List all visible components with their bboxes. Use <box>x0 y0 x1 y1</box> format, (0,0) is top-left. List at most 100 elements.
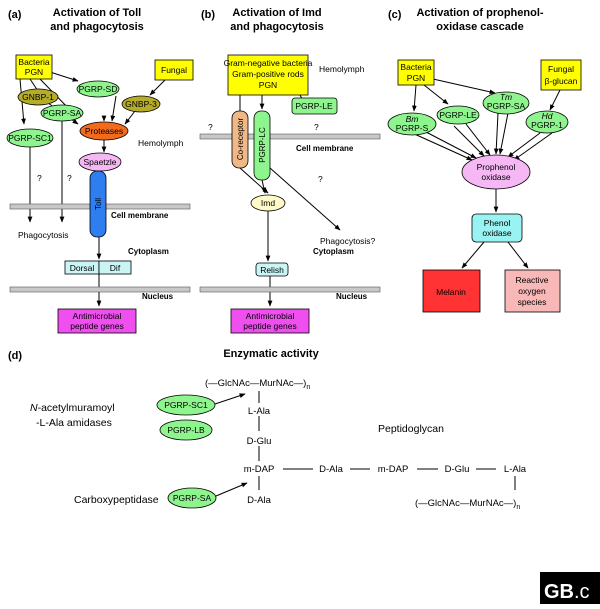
m-dap2-label: m-DAP <box>378 464 409 475</box>
arrow <box>461 241 485 269</box>
d-glu-label: D-Glu <box>247 436 272 447</box>
ros-line2: oxygen <box>518 286 546 296</box>
fungal-label: Fungal <box>548 64 574 74</box>
panel-c-title-line2: oxidase cascade <box>436 21 523 33</box>
arrow <box>423 84 449 105</box>
pgrp-sd-ellipse <box>76 80 120 98</box>
panel-d-letter: (d) <box>8 350 22 362</box>
arrow <box>513 132 553 161</box>
dif-box <box>98 260 132 275</box>
gnbp3-ellipse <box>121 95 161 113</box>
arrow <box>549 89 561 111</box>
pgrp-le-label: PGRP-LE <box>439 110 477 120</box>
gnbp1-label: GNBP-1 <box>22 92 54 102</box>
ros-line1: Reactive <box>515 275 548 285</box>
question-mark: ? <box>318 174 323 184</box>
d-glu2-label: D-Glu <box>445 464 470 475</box>
l-ala-label: L-Ala <box>248 406 271 417</box>
pgrp-sa-label: PGRP-SA <box>43 108 82 118</box>
relish-box <box>255 262 289 277</box>
prophenol-oxidase-ellipse <box>461 154 531 190</box>
arrow <box>498 112 509 155</box>
hd-label: Hd <box>542 111 553 121</box>
pgrp-lc-receptor <box>253 110 271 181</box>
arrow <box>110 95 117 122</box>
glycan-chain-top: (—GlcNAc—MurNAc—)n <box>205 378 310 391</box>
pgrp-lc-label: PGRP-LC <box>258 127 267 163</box>
cleavage-arrow <box>215 482 248 497</box>
arrow <box>465 123 491 156</box>
arrow <box>432 78 496 95</box>
panel-a: (a) Activation of Toll and phagocytosis … <box>6 7 194 334</box>
phenol-oxidase-box <box>471 213 523 243</box>
pgrp-sc1-ellipse <box>6 128 54 148</box>
journal-logo: GB.c <box>540 572 600 604</box>
panel-c: (c) Activation of prophenol- oxidase cas… <box>387 7 582 313</box>
pgrp-sc1-label: PGRP-SC1 <box>8 133 52 143</box>
fungal-box <box>154 59 194 81</box>
hemolymph-label: Hemolymph <box>319 64 365 74</box>
bacteria-line2: Gram-positive rods <box>232 69 304 79</box>
prophenol-line2: oxidase <box>481 172 511 182</box>
pgrp-sa-ellipse <box>167 487 217 509</box>
proteases-label: Proteases <box>85 126 123 136</box>
panel-b: (b) Activation of Imd and phagocytosis G… <box>199 7 381 334</box>
melanin-label: Melanin <box>436 287 466 297</box>
amidase-line2: -L-Ala amidases <box>36 417 112 429</box>
bacteria-line3: PGN <box>259 80 277 90</box>
arrow <box>49 71 79 82</box>
amp-genes-box <box>57 308 137 334</box>
relish-label: Relish <box>260 265 284 275</box>
panel-d-title: Enzymatic activity <box>223 348 319 360</box>
pgrp-le-label: PGRP-LE <box>295 101 333 111</box>
phenol-line1: Phenol <box>484 218 511 228</box>
panel-b-title-line2: and phagocytosis <box>230 21 324 33</box>
gnbp3-label: GNBP-3 <box>125 99 157 109</box>
amp-line2: peptide genes <box>70 321 123 331</box>
gnbp1-ellipse <box>17 88 59 106</box>
pgrp-sa-ellipse <box>40 104 84 122</box>
cytoplasm-label: Cytoplasm <box>313 247 354 256</box>
cell-membrane-label: Cell membrane <box>111 211 169 220</box>
nucleus-label: Nucleus <box>142 292 174 301</box>
arrow <box>124 110 136 125</box>
cell-membrane-bar <box>199 133 381 140</box>
amp-genes-box <box>230 308 310 334</box>
pgn-label: PGN <box>407 73 425 83</box>
fungal-glucan-box <box>540 59 582 91</box>
cleavage-arrow <box>214 393 246 405</box>
glycan-chain-bottom: (—GlcNAc—MurNAc—)n <box>415 498 520 511</box>
arrow <box>261 179 267 194</box>
amp-line2: peptide genes <box>243 321 296 331</box>
m-dap-label: m-DAP <box>244 464 275 475</box>
panel-a-title-line1: Activation of Toll <box>53 7 141 19</box>
coreceptor-label: Co-receptor <box>236 118 245 161</box>
pgrp-1-label: PGRP-1 <box>531 120 563 130</box>
arrow <box>507 241 529 269</box>
amidase-line1: N-acetylmuramoyl <box>30 402 115 414</box>
gram-bacteria-box <box>227 54 309 96</box>
pgrp-le-ellipse <box>436 105 480 125</box>
ros-box <box>504 269 561 313</box>
pgrp-lb-label: PGRP-LB <box>167 425 205 435</box>
bacteria-label: Bacteria <box>18 57 49 67</box>
toll-label: Toll <box>94 198 103 210</box>
fungal-label: Fungal <box>161 65 187 75</box>
panel-b-title-line1: Activation of Imd <box>232 7 321 19</box>
question-mark: ? <box>314 122 319 132</box>
phenol-line2: oxidase <box>482 228 512 238</box>
phagocytosis-label: Phagocytosis? <box>320 236 376 246</box>
coreceptor <box>231 110 249 169</box>
hd-pgrp-1-ellipse <box>525 110 569 134</box>
nucleus-label: Nucleus <box>336 292 368 301</box>
cytoplasm-label: Cytoplasm <box>128 247 169 256</box>
imd-ellipse <box>250 194 286 212</box>
logo-background <box>540 572 600 604</box>
toll-receptor <box>89 170 107 238</box>
arrow <box>409 131 473 161</box>
bacteria-pgn-box <box>397 59 435 86</box>
panel-a-letter: (a) <box>8 9 22 21</box>
arrow <box>507 132 541 158</box>
peptidoglycan-label: Peptidoglycan <box>378 423 444 435</box>
